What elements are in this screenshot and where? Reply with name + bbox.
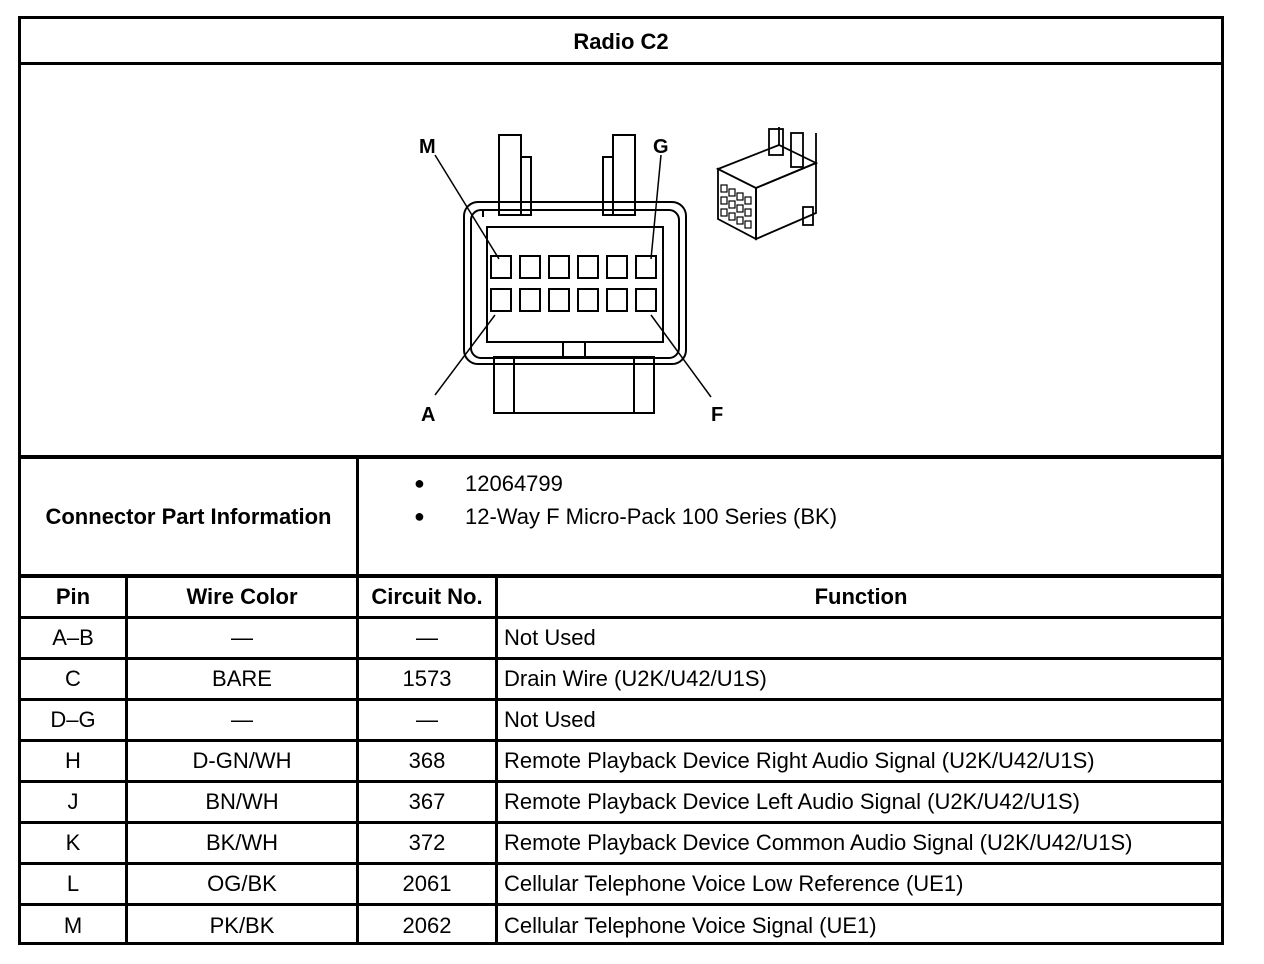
connector-drawing: M G A F [419,127,819,426]
divider [21,698,1221,701]
divider [21,821,1221,824]
connector-part-info-list: ● 12064799 ● 12-Way F Micro-Pack 100 Ser… [361,467,1221,533]
cell-function: Remote Playback Device Right Audio Signa… [504,748,1095,773]
pin-cavities [490,255,657,312]
pin-label-a: A [421,404,435,426]
cell-circuit: — [416,707,438,732]
cell-circuit: — [416,625,438,650]
cell-function: Remote Playback Device Left Audio Signal… [504,789,1080,814]
bullet-icon: ● [414,506,425,526]
cell-wire-color: PK/BK [209,912,275,938]
list-item: ● 12-Way F Micro-Pack 100 Series (BK) [361,500,1221,533]
cell-wire-color: BK/WH [205,830,279,855]
list-item: ● 12064799 [361,467,1221,500]
cell-pin: J [67,789,79,814]
pin-label-f: F [711,404,723,426]
cell-circuit: 372 [408,830,446,855]
cell-wire-color: — [231,707,253,732]
cell-function: Cellular Telephone Voice Signal (UE1) [504,912,877,938]
cell-pin: L [66,871,80,896]
column-header-circuit-no: Circuit No. [371,584,483,609]
cell-function: Not Used [504,707,596,732]
sheet-title: Radio C2 [573,28,669,54]
divider [21,574,1221,578]
cell-circuit: 2062 [402,912,452,938]
cell-wire-color: BARE [212,666,272,691]
divider [21,862,1221,865]
cell-wire-color: — [231,625,253,650]
divider [21,739,1221,742]
divider [21,616,1221,619]
part-number: 12064799 [465,471,563,496]
cell-wire-color: BN/WH [205,789,279,814]
divider [21,657,1221,660]
divider [21,903,1221,906]
column-header-pin: Pin [55,584,91,609]
cell-wire-color: OG/BK [207,871,277,896]
cell-pin: D–G [50,707,96,732]
connector-diagram: M G A F [21,67,1221,455]
bullet-icon: ● [414,473,425,493]
cell-circuit: 367 [408,789,446,814]
divider [495,578,498,945]
divider [21,455,1221,459]
connector-description: 12-Way F Micro-Pack 100 Series (BK) [465,504,838,529]
cell-pin: K [65,830,81,855]
cell-circuit: 1573 [402,666,452,691]
cell-pin: C [65,666,81,691]
column-header-function: Function [814,584,908,609]
connector-key [493,356,655,414]
pin-label-m: M [419,136,436,158]
cell-function: Not Used [504,625,596,650]
cell-circuit: 368 [408,748,446,773]
divider [356,459,359,574]
connector-sheet: Radio C2 [18,16,1224,945]
cell-pin: M [63,912,83,938]
divider [21,780,1221,783]
cell-function: Drain Wire (U2K/U42/U1S) [504,666,767,691]
cell-pin: H [65,748,81,773]
cell-function: Remote Playback Device Common Audio Sign… [504,830,1133,855]
column-header-wire-color: Wire Color [186,584,298,609]
cell-circuit: 2061 [402,871,452,896]
divider [21,62,1221,65]
pin-label-g: G [653,136,669,158]
cell-wire-color: D-GN/WH [192,748,292,773]
connector-isometric [715,127,819,241]
cell-function: Cellular Telephone Voice Low Reference (… [504,871,964,896]
divider [125,578,128,945]
connector-shell [463,201,687,365]
cell-pin: A–B [52,625,94,650]
connector-part-info-label: Connector Part Information [45,503,332,529]
divider [356,578,359,945]
